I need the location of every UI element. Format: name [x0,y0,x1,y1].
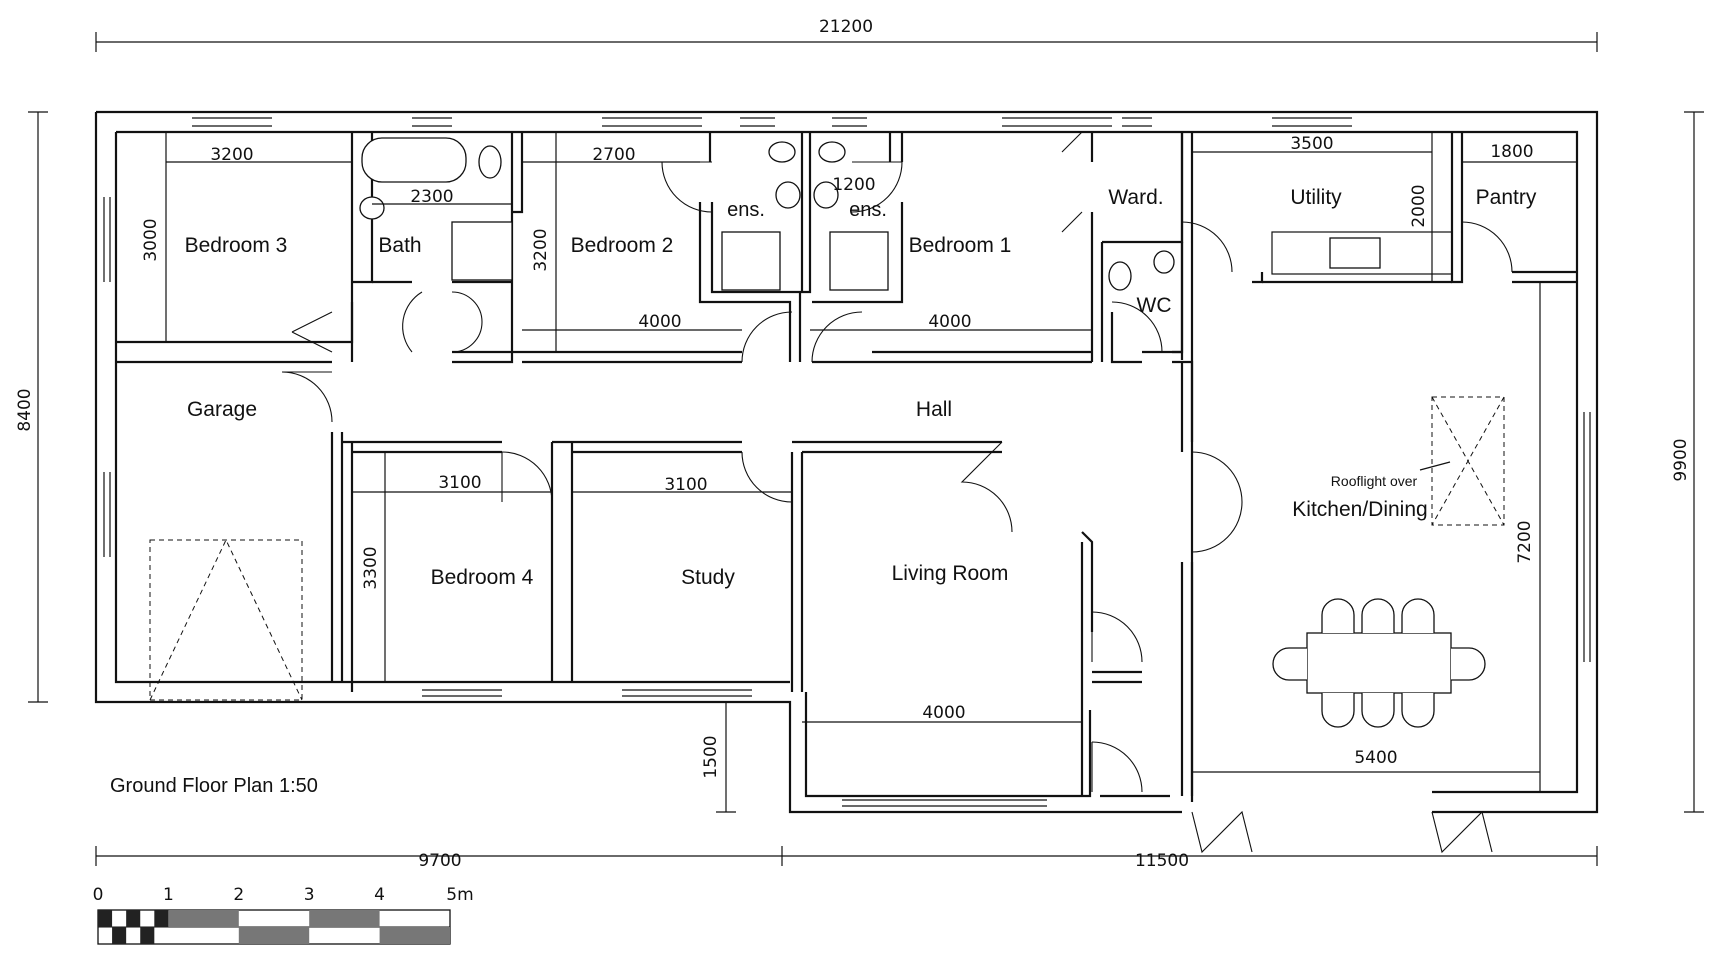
windows [95,111,1591,807]
room-labels: Bedroom 3 Bath Bedroom 2 ens. ens. Bedro… [185,186,1537,589]
basin-icon [359,196,385,220]
room-label-wc: WC [1137,294,1172,317]
dim-bed3-depth: 3000 [141,218,161,261]
scale-bar-label: 0 [93,885,104,905]
bottom-right-dimension: 11500 [1135,851,1189,871]
room-label-bath: Bath [378,234,421,257]
scale-bar-label: 5m [446,885,473,905]
shower-tray-icon-left [721,231,781,291]
dining-chairs [1272,598,1486,728]
dim-living-width: 4000 [922,703,965,723]
rooflight-outline [1431,396,1505,526]
rooflight-note: Rooflight over [1331,473,1418,489]
basin-icon-wc [1153,250,1175,274]
dim-kitchen-width: 5400 [1354,748,1397,768]
room-label-utility: Utility [1290,186,1342,209]
room-label-garage: Garage [187,398,257,421]
bottom-left-dimension: 9700 [418,851,461,871]
overall-depth-right-dimension: 9900 [1671,438,1691,481]
dim-utility-width: 3500 [1290,134,1333,154]
toilet-icon-wc [1108,261,1132,291]
room-label-bedroom-3: Bedroom 3 [185,234,288,257]
dim-study-width: 3100 [664,475,707,495]
dim-bed2-width: 2700 [592,145,635,165]
scale-bar-label: 2 [233,885,244,905]
room-label-bedroom-1: Bedroom 1 [909,234,1012,257]
garage-door-outline [149,538,303,701]
internal-dimension-lines [165,132,1577,813]
sink-icon [1329,237,1381,269]
scale-bar-labels: 0 1 2 3 4 5m [93,885,474,905]
dining-table [1306,632,1452,694]
toilet-icon [478,145,502,179]
toilet-icon-ens-right [818,141,846,163]
scale-bar-label: 1 [163,885,174,905]
shower-tray-icon-right [829,231,889,291]
overall-width-dimension: 21200 [819,17,873,37]
scale-bar-label: 3 [304,885,315,905]
dim-ensuite-width: 1200 [832,175,875,195]
kitchen-fixtures [1271,231,1505,728]
room-label-bedroom-4: Bedroom 4 [431,566,534,589]
overall-depth-left-dimension: 8400 [15,388,35,431]
dim-bed3-width: 3200 [210,145,253,165]
room-label-kitchen-dining: Kitchen/Dining [1292,498,1427,521]
room-label-ensuite-left: ens. [727,199,765,221]
room-label-bedroom-2: Bedroom 2 [571,234,674,257]
dim-utility-depth: 2000 [1409,184,1429,227]
room-label-living-room: Living Room [892,562,1009,585]
room-label-wardrobe: Ward. [1108,186,1163,209]
interior-walls [116,132,1577,802]
overall-dimension-lines [28,32,1704,866]
scale-bar: 0 1 2 3 4 5m [93,885,474,945]
dim-bed1-bottom: 4000 [928,312,971,332]
scale-bar-label: 4 [374,885,385,905]
bathtub-icon [361,137,467,183]
dim-bed2-bottom: 4000 [638,312,681,332]
room-label-study: Study [681,566,735,589]
bathroom-fixtures [359,137,1175,291]
worktop [1271,231,1453,275]
shower-tray-icon [451,221,513,281]
dim-kitchen-depth: 7200 [1515,520,1535,563]
doors [281,131,1513,854]
room-label-hall: Hall [916,398,952,421]
basin-icon-ens-right [813,181,839,209]
dim-bed2-depth: 3200 [531,228,551,271]
toilet-icon-ens-left [768,141,796,163]
dim-porch-depth: 1500 [701,735,721,778]
dim-pantry-width: 1800 [1490,142,1533,162]
room-label-pantry: Pantry [1476,186,1537,209]
scale-bar-segments [98,910,450,944]
dim-bed4-width: 3100 [438,473,481,493]
room-label-ensuite-right: ens. [849,199,887,221]
dim-bath-width: 2300 [410,187,453,207]
basin-icon-ens-left [775,181,801,209]
plan-title: Ground Floor Plan 1:50 [110,775,318,797]
dim-bed4-depth: 3300 [361,546,381,589]
